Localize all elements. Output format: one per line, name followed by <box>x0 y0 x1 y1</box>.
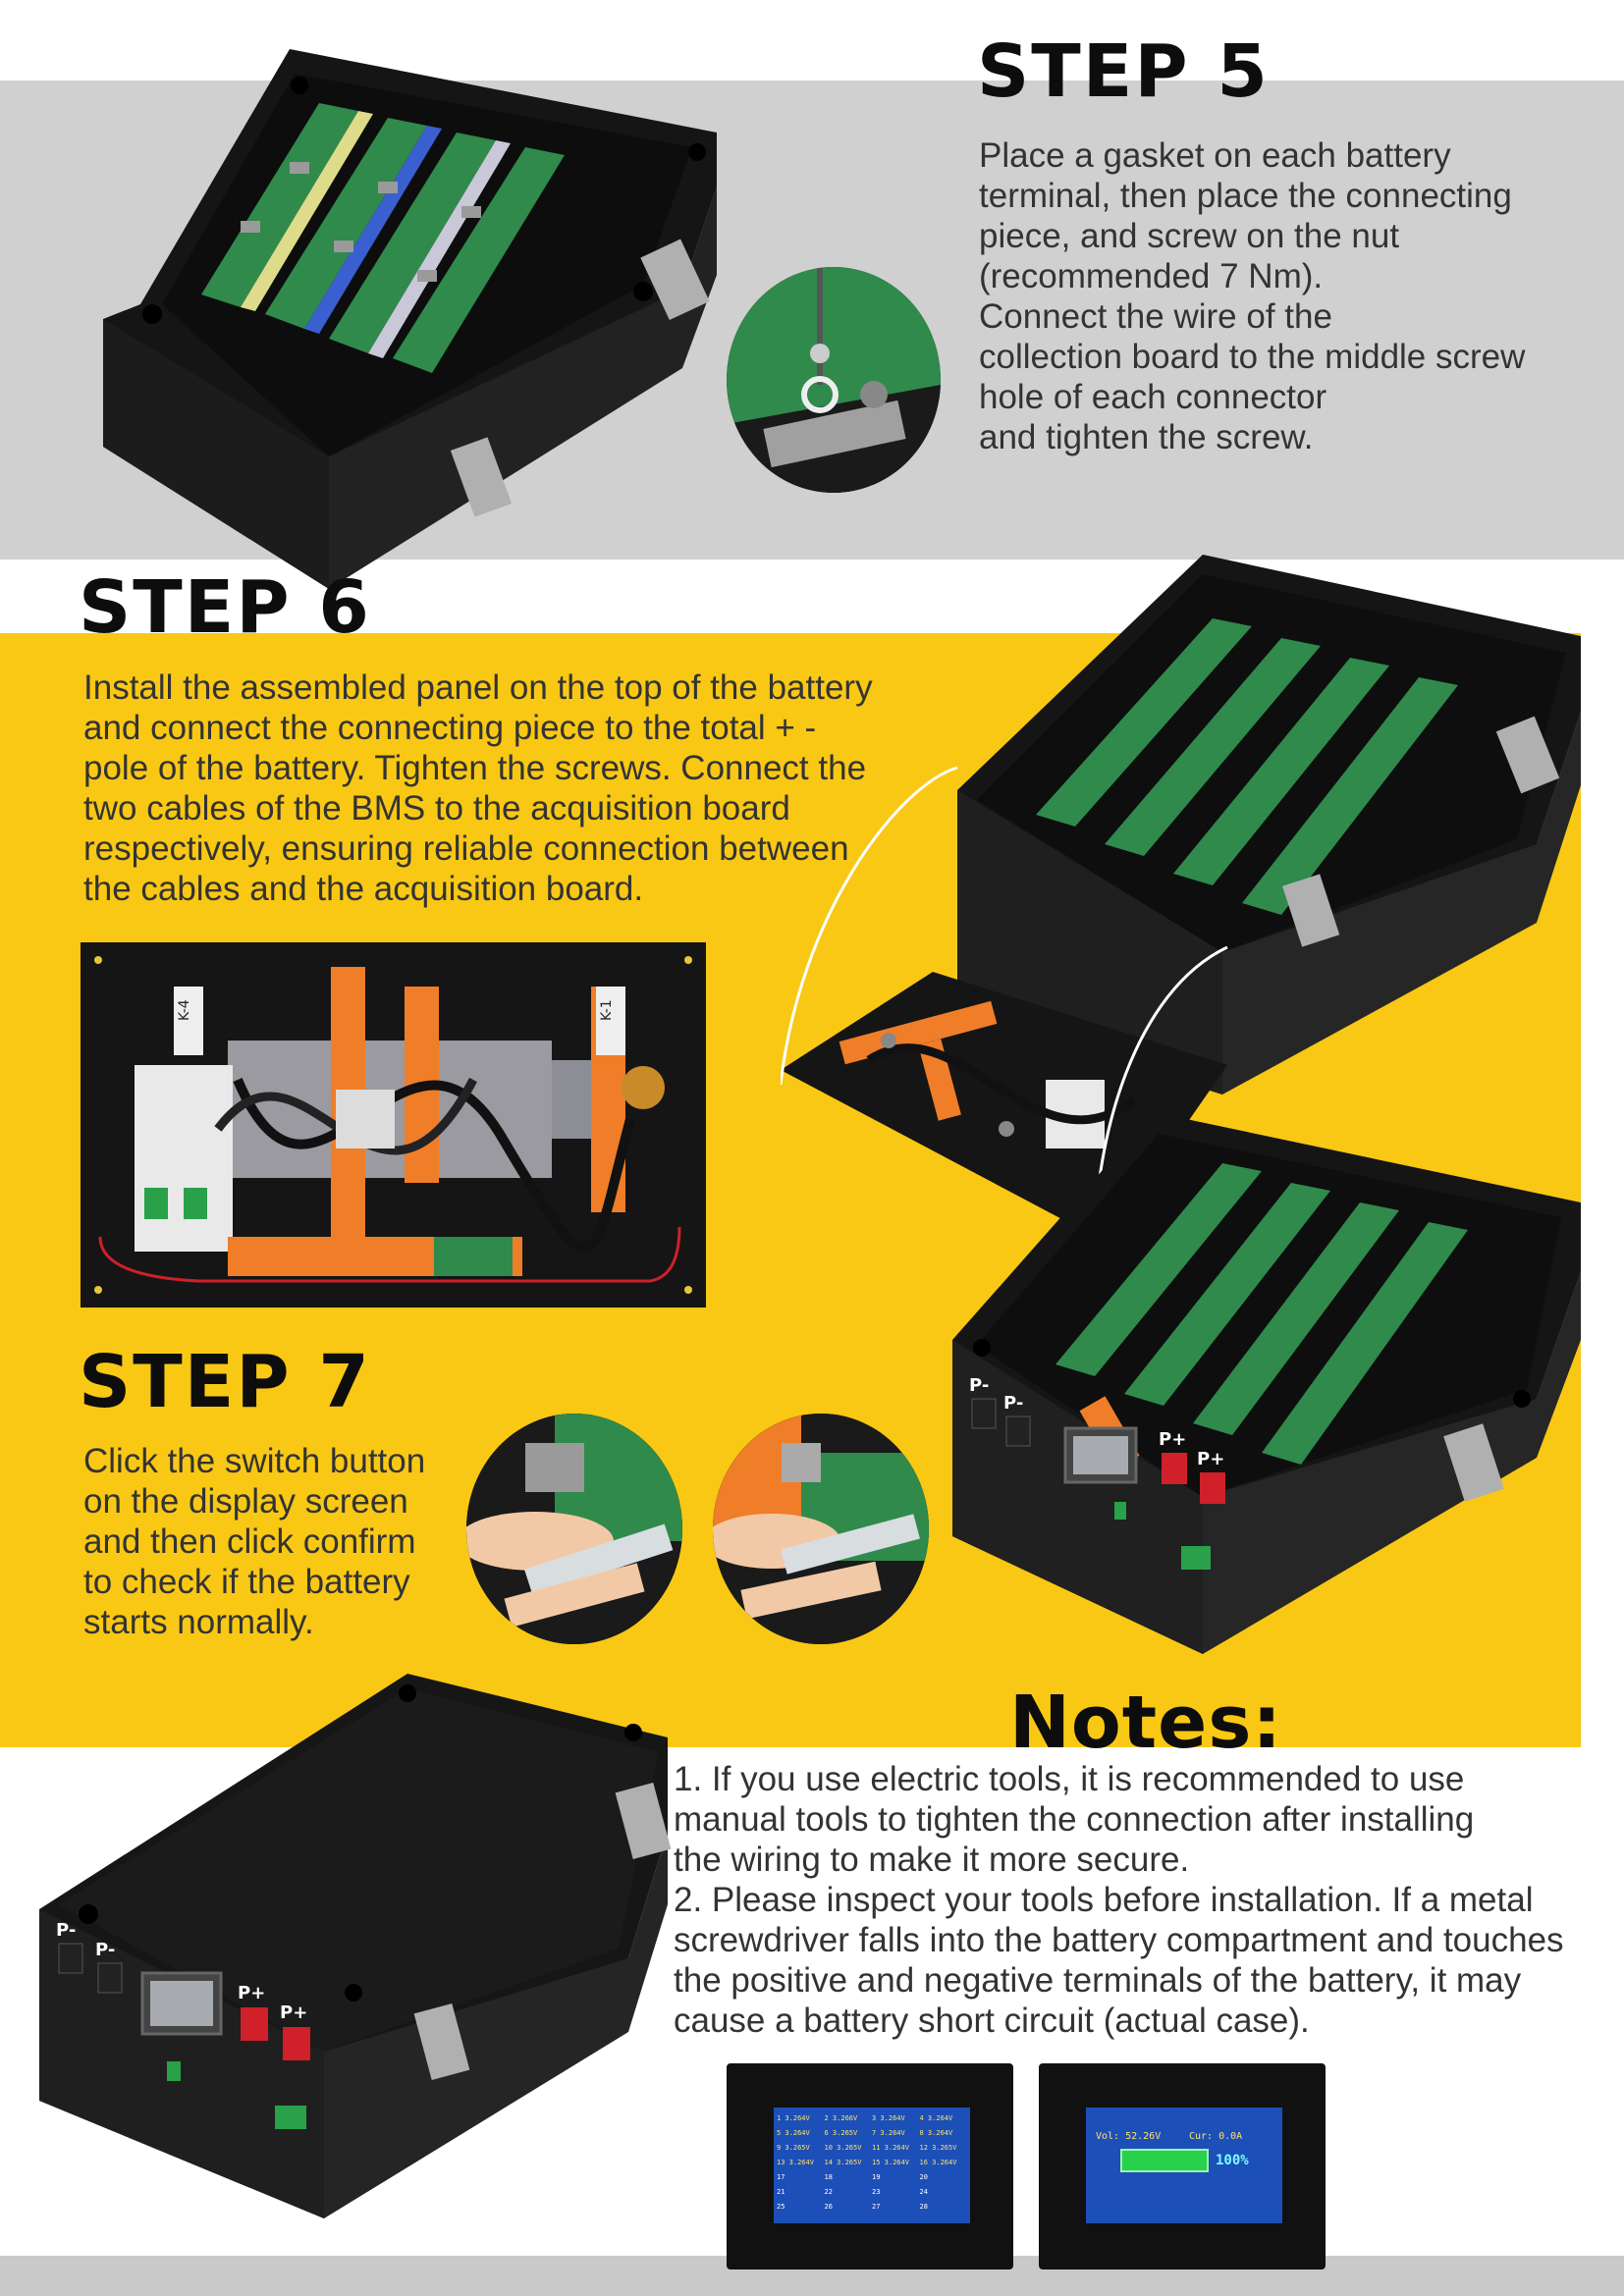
notes-text: 1. If you use electric tools, it is reco… <box>674 1759 1616 2041</box>
step5-line: piece, and screw on the nut <box>979 217 1400 255</box>
notes-line: 1. If you use electric tools, it is reco… <box>674 1760 1465 1798</box>
cell-voltage-row: 13 3.264V 14 3.265V 15 3.264V 16 3.264V <box>777 2156 967 2170</box>
cell-voltage: 28 <box>919 2203 928 2211</box>
cell-voltage: 18 <box>824 2173 833 2181</box>
step7-line: on the display screen <box>83 1482 408 1521</box>
cell-voltage-row: 9 3.265V 10 3.265V 11 3.264V 12 3.265V <box>777 2141 967 2156</box>
cell-voltage: 6 3.265V <box>824 2129 858 2137</box>
cell-voltage: 21 <box>777 2188 785 2196</box>
cell-voltage: 11 3.264V <box>872 2144 909 2152</box>
terminal-label-neg-3: P- <box>56 1920 76 1941</box>
connector-detail-circle-2 <box>713 1414 929 1644</box>
cell-voltage: 23 <box>872 2188 881 2196</box>
cell-voltage: 15 3.264V <box>872 2159 909 2166</box>
nut-detail-circle <box>727 267 941 493</box>
step5-line: terminal, then place the connecting <box>979 177 1512 215</box>
terminal-label-pos-2: P+ <box>1197 1449 1224 1469</box>
step7-line: Click the switch button <box>83 1442 426 1480</box>
bms-panel-photo: K-4 K-1 <box>81 942 706 1308</box>
open-battery-box-photo <box>103 49 717 589</box>
soc-readout: 100% <box>1216 2153 1249 2168</box>
notes-line: screwdriver falls into the battery compa… <box>674 1921 1564 1959</box>
cell-voltage: 22 <box>824 2188 833 2196</box>
cell-voltage: 10 3.265V <box>824 2144 862 2152</box>
step7-text: Click the switch button on the display s… <box>83 1441 457 1642</box>
cell-voltage-row: 25 26 27 28 <box>777 2200 967 2215</box>
notes-line: the wiring to make it more secure. <box>674 1841 1190 1879</box>
cell-voltage: 13 3.264V <box>777 2159 814 2166</box>
cell-voltage-grid: 1 3.264V 2 3.266V 3 3.264V 4 3.264V 5 3.264V… <box>777 2111 967 2215</box>
panel-install-photo <box>781 555 1581 1247</box>
assembled-battery-photo: P- P- P+ P+ <box>952 1112 1581 1654</box>
step5-line: (recommended 7 Nm). <box>979 257 1324 295</box>
terminal-label-neg-1: P- <box>969 1375 989 1396</box>
screen-display: 1 3.264V 2 3.266V 3 3.264V 4 3.264V 5 3.264V… <box>774 2108 970 2223</box>
cell-voltage: 3 3.264V <box>872 2114 905 2122</box>
cell-voltage: 20 <box>919 2173 928 2181</box>
step5-line: Place a gasket on each battery <box>979 136 1451 175</box>
step6-line: and connect the connecting piece to the … <box>83 709 817 747</box>
battery-level-bar <box>1120 2149 1209 2172</box>
cell-voltage: 19 <box>872 2173 881 2181</box>
step5-line: hole of each connector <box>979 378 1327 416</box>
notes-line: cause a battery short circuit (actual ca… <box>674 2002 1310 2040</box>
step5-text: Place a gasket on each battery terminal,… <box>979 135 1607 457</box>
cell-voltage: 26 <box>824 2203 833 2211</box>
step6-line: the cables and the acquisition board. <box>83 870 644 908</box>
cell-voltage: 16 3.264V <box>919 2159 957 2166</box>
terminal-label-neg-2: P- <box>1003 1393 1023 1414</box>
current-readout: Cur: 0.0A <box>1189 2131 1243 2142</box>
cell-voltage: 1 3.264V <box>777 2114 810 2122</box>
step7-title: STEP 7 <box>79 1340 371 1424</box>
terminal-label-pos-1: P+ <box>1159 1429 1186 1450</box>
cell-voltage: 12 3.265V <box>919 2144 957 2152</box>
notes-line: the positive and negative terminals of t… <box>674 1961 1522 2000</box>
cell-voltage: 14 3.265V <box>824 2159 862 2166</box>
module-label-k4: K-4 <box>177 999 192 1021</box>
cell-voltage: 8 3.264V <box>919 2129 953 2137</box>
step6-text: Install the assembled panel on the top o… <box>83 667 947 909</box>
bms-screen-summary: Vol: 52.26V Cur: 0.0A 100% <box>1039 2063 1326 2269</box>
step6-line: respectively, ensuring reliable connecti… <box>83 829 849 868</box>
cell-voltage: 27 <box>872 2203 881 2211</box>
step5-line: Connect the wire of the <box>979 297 1332 336</box>
step5-line: collection board to the middle screw <box>979 338 1526 376</box>
closed-battery-box-photo: P- P- P+ P+ <box>39 1674 672 2218</box>
notes-line: manual tools to tighten the connection a… <box>674 1800 1475 1839</box>
cell-voltage: 17 <box>777 2173 785 2181</box>
step7-line: starts normally. <box>83 1603 314 1641</box>
step5-line: and tighten the screw. <box>979 418 1314 456</box>
cell-voltage-row: 17 18 19 20 <box>777 2170 967 2185</box>
step6-title: STEP 6 <box>79 565 371 650</box>
cell-voltage: 4 3.264V <box>919 2114 953 2122</box>
cell-voltage: 9 3.265V <box>777 2144 810 2152</box>
cell-voltage-row: 5 3.264V 6 3.265V 7 3.264V 8 3.264V <box>777 2126 967 2141</box>
module-label-k1: K-1 <box>599 999 615 1021</box>
cell-voltage: 25 <box>777 2203 785 2211</box>
step5-title: STEP 5 <box>977 29 1270 114</box>
step6-line: Install the assembled panel on the top o… <box>83 668 873 707</box>
bms-screen-cell-voltages: 1 3.264V 2 3.266V 3 3.264V 4 3.264V 5 3.264V… <box>727 2063 1013 2269</box>
voltage-readout: Vol: 52.26V <box>1096 2131 1162 2142</box>
cell-voltage: 24 <box>919 2188 928 2196</box>
step6-line: two cables of the BMS to the acquisition… <box>83 789 790 828</box>
notes-title: Notes: <box>1009 1681 1282 1765</box>
cell-voltage: 2 3.266V <box>824 2114 858 2122</box>
step7-line: to check if the battery <box>83 1563 410 1601</box>
connector-detail-circle-1 <box>466 1414 682 1644</box>
terminal-label-pos-3: P+ <box>238 1983 265 2003</box>
screen-display: Vol: 52.26V Cur: 0.0A 100% <box>1086 2108 1282 2223</box>
step6-line: pole of the battery. Tighten the screws.… <box>83 749 867 787</box>
cell-voltage-row: 1 3.264V 2 3.266V 3 3.264V 4 3.264V <box>777 2111 967 2126</box>
terminal-label-pos-4: P+ <box>280 2002 307 2023</box>
cell-voltage: 7 3.264V <box>872 2129 905 2137</box>
step7-line: and then click confirm <box>83 1522 416 1561</box>
terminal-label-neg-4: P- <box>95 1940 115 1960</box>
cell-voltage: 5 3.264V <box>777 2129 810 2137</box>
notes-line: 2. Please inspect your tools before inst… <box>674 1881 1534 1919</box>
cell-voltage-row: 21 22 23 24 <box>777 2185 967 2200</box>
